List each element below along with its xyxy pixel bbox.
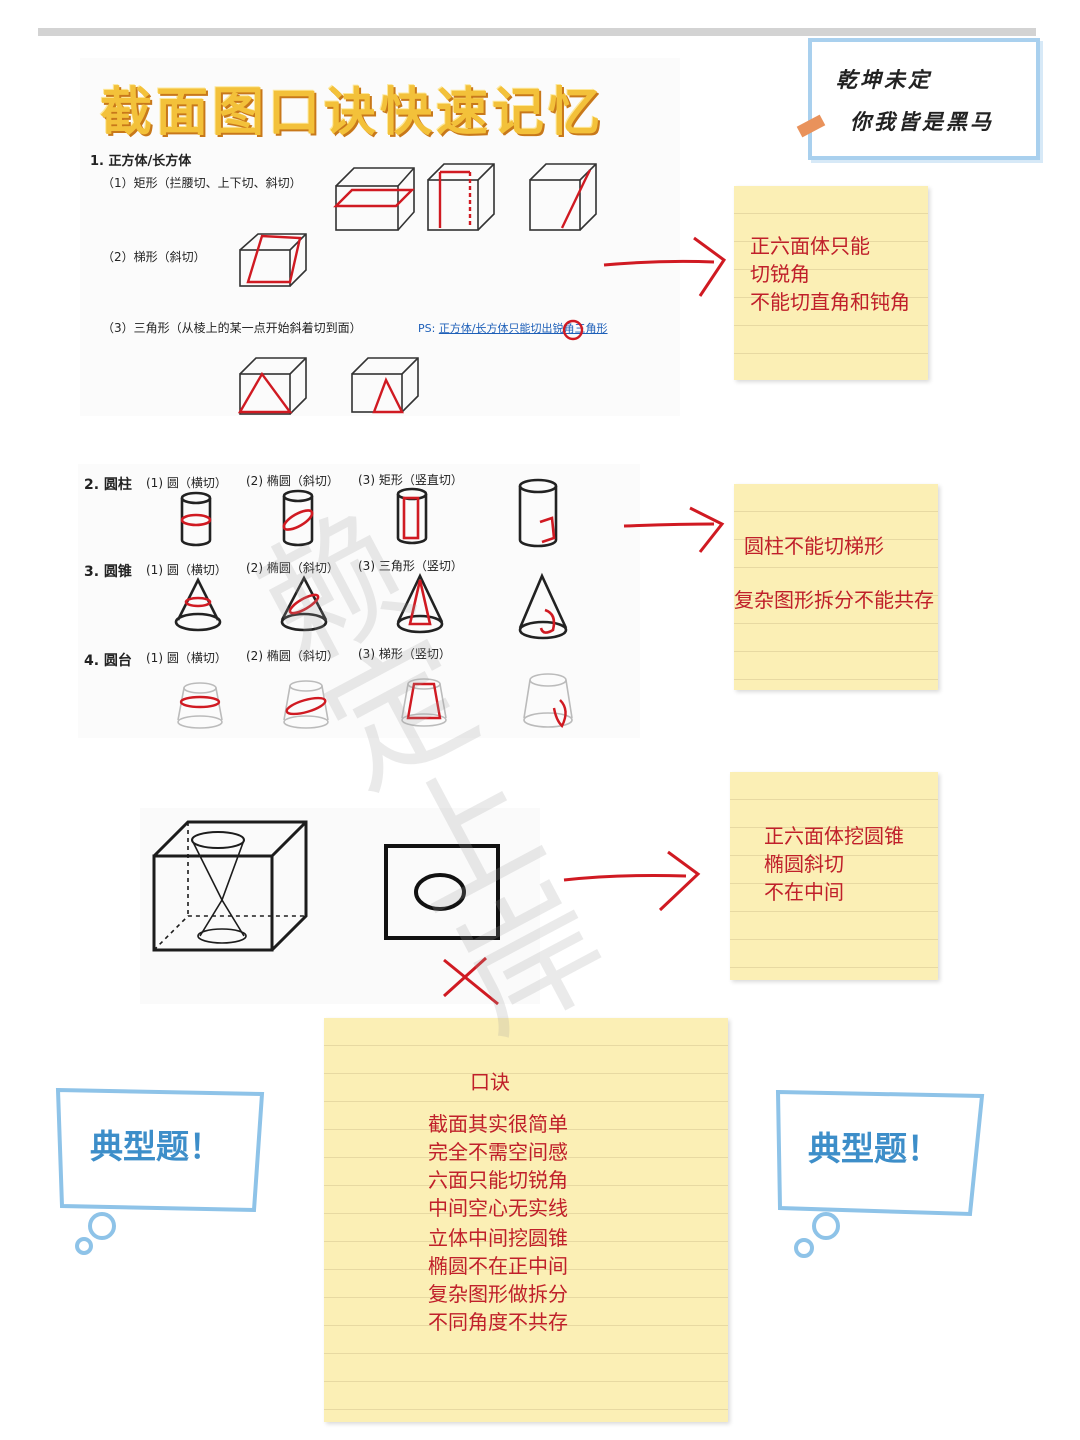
motto-line-2: 你我皆是黑马: [850, 109, 994, 134]
cube-drawing-3: [529, 163, 597, 231]
frustum-item: (1) 圆（横切）: [146, 651, 227, 665]
cube-item-triangle: （3）三角形（从棱上的某一点开始斜着切到面）: [102, 321, 362, 335]
note-hollow-line-3: 不在中间: [764, 880, 844, 904]
note-cube-line-3: 不能切直角和钝角: [750, 290, 910, 314]
rhyme-line: 六面只能切锐角: [428, 1168, 568, 1192]
cube-drawing-1: [335, 167, 415, 231]
top-divider: [38, 28, 1036, 36]
square-section-drawing: [384, 844, 500, 940]
page-title: 截面图口诀快速记忆: [100, 83, 605, 143]
rhyme-line: 中间空心无实线: [428, 1196, 568, 1220]
note-cube: [734, 186, 928, 380]
cylinder-item: (3) 矩形（竖直切）: [358, 473, 463, 487]
typical-question-right: 典型题！: [808, 1129, 940, 1168]
cube-drawing-2: [427, 163, 495, 231]
cone-item: (1) 圆（横切）: [146, 563, 227, 577]
cube-drawing-5: [239, 357, 307, 415]
cross-mark: [442, 956, 499, 1006]
round-solids-sheet: [78, 464, 640, 738]
rhyme-line: 不同角度不共存: [428, 1310, 568, 1334]
rhyme-line: 立体中间挖圆锥: [428, 1226, 568, 1250]
hollow-cube-drawing: [152, 820, 308, 952]
cylinder-item: (1) 圆（横切）: [146, 476, 227, 490]
motto-stamp: 乾坤未定 你我皆是黑马: [796, 38, 1040, 160]
rhyme-title: 口诀: [470, 1070, 510, 1094]
rhyme-line: 椭圆不在正中间: [428, 1254, 568, 1278]
note-cube-line-2: 切锐角: [750, 262, 810, 286]
cylinder-heading: 2. 圆柱: [84, 477, 132, 493]
cube-section-sheet: [80, 58, 680, 416]
cube-drawing-6: [351, 357, 419, 413]
note-cube-line-1: 正六面体只能: [750, 234, 870, 258]
cube-item-trapezoid: （2）梯形（斜切）: [102, 250, 206, 264]
cone-item: (3) 三角形（竖切）: [358, 559, 463, 573]
note-hollow-line-1: 正六面体挖圆锥: [764, 824, 904, 848]
note-hollow-cube: [730, 772, 938, 980]
cube-item-rect: （1）矩形（拦腰切、上下切、斜切）: [102, 176, 302, 190]
note-hollow-line-2: 椭圆斜切: [764, 852, 844, 876]
motto-line-1: 乾坤未定: [836, 67, 932, 92]
frustum-item: (2) 椭圆（斜切）: [246, 649, 339, 663]
rhyme-line: 完全不需空间感: [428, 1140, 568, 1164]
note-cylinder: [734, 484, 938, 690]
typical-question-left: 典型题！: [90, 1127, 222, 1166]
rhyme-note: [324, 1018, 728, 1422]
cone-heading: 3. 圆锥: [84, 564, 132, 580]
frustum-item: (3) 梯形（竖切）: [358, 647, 451, 661]
frustum-heading: 4. 圆台: [84, 653, 132, 669]
arrows: [563, 236, 727, 912]
note-cylinder-line-1: 圆柱不能切梯形: [744, 534, 884, 558]
cone-drawing: [174, 572, 568, 640]
note-cylinder-line-2: 复杂图形拆分不能共存: [734, 588, 934, 612]
cone-item: (2) 椭圆（斜切）: [246, 561, 339, 575]
ps-prefix: PS:: [418, 322, 436, 335]
cylinder-item: (2) 椭圆（斜切）: [246, 474, 339, 488]
rhyme-line: 复杂图形做拆分: [428, 1282, 568, 1306]
cube-heading: 1. 正方体/长方体: [90, 154, 192, 169]
rhyme-line: 截面其实很简单: [428, 1112, 568, 1136]
